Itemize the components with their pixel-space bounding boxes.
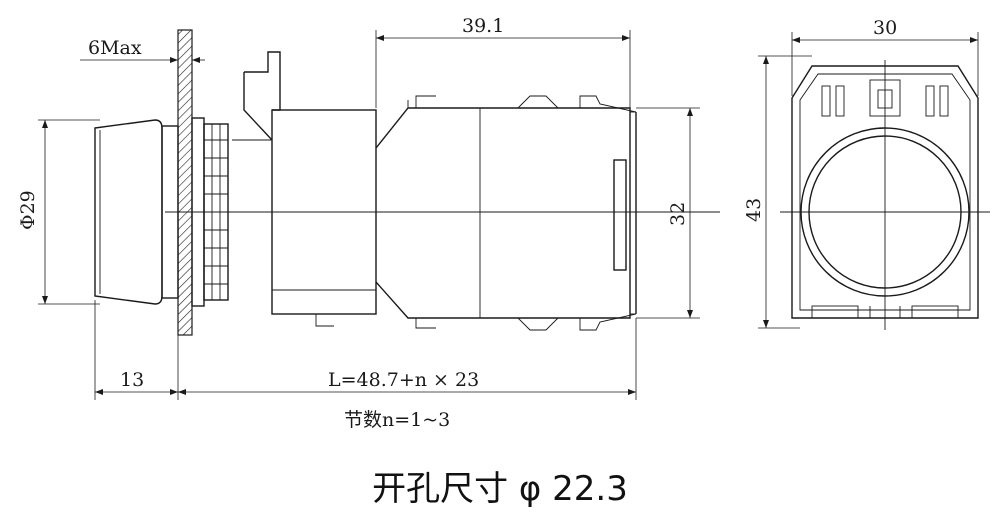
dim-height-mid: 32: [636, 107, 700, 319]
front-length-label: 13: [120, 369, 144, 391]
panel-max-label: 6Max: [88, 37, 142, 59]
body-length-label: L=48.7+n × 23: [328, 369, 479, 391]
dim-dia-left: Φ29: [17, 119, 100, 305]
contact-block: [315, 95, 637, 331]
dim-panel-max: 6Max: [80, 37, 205, 63]
length-top-label: 39.1: [462, 15, 504, 37]
width-top-label: 30: [873, 17, 897, 39]
mounting-panel: [177, 29, 193, 336]
height-right-label: 43: [743, 198, 765, 222]
button-cap: [94, 119, 163, 305]
front-housing: [791, 65, 979, 319]
side-view: 6Max 39.1 Φ29 32: [17, 15, 720, 431]
mounting-nut: [191, 117, 229, 307]
dim-width-top: 30: [791, 17, 979, 96]
sections-label: 节数n=1~3: [344, 409, 450, 431]
dim-bottom-lengths: 13 L=48.7+n × 23 节数n=1~3: [94, 300, 637, 431]
cutout-caption: 开孔尺寸 φ 22.3: [372, 469, 628, 509]
main-housing: [271, 109, 377, 315]
height-mid-label: 32: [667, 202, 689, 226]
dim-height-right: 43: [743, 55, 812, 329]
top-latch: [232, 51, 281, 141]
dia-left-label: Φ29: [17, 190, 39, 230]
front-view: 30 43: [743, 17, 990, 330]
bezel-ring: [800, 127, 970, 297]
button-face: [808, 135, 962, 289]
dim-length-top: 39.1: [375, 15, 631, 108]
